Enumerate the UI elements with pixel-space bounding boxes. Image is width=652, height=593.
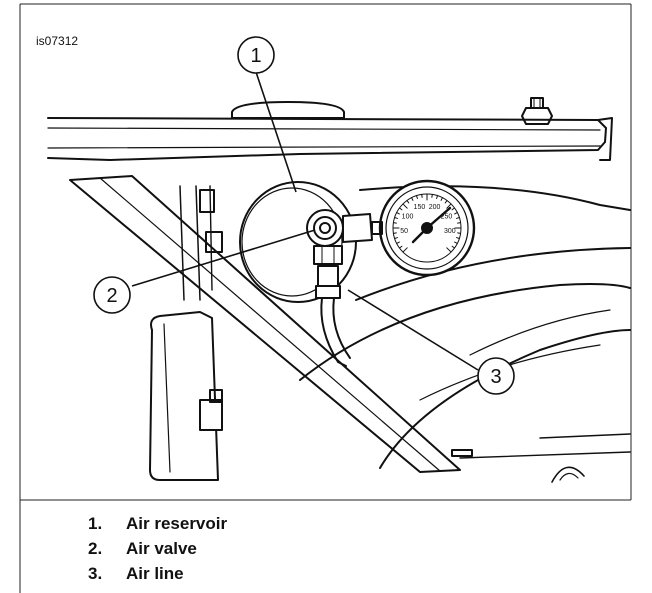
legend-item-label: Air valve: [126, 539, 197, 558]
callout-1-circle: [237, 36, 275, 74]
gauge-scale-label: 250: [441, 213, 453, 220]
legend-item: 1. Air reservoir: [88, 511, 227, 536]
side-latch-tab: [209, 389, 223, 403]
pressure-gauge-bezel: [385, 186, 469, 270]
gauge-tick: [402, 247, 408, 253]
gauge-tick: [446, 203, 452, 209]
gauge-scale-label: 50: [400, 228, 408, 235]
lower-body-curve: [355, 247, 631, 301]
frame-rail-edge: [47, 145, 601, 149]
gauge-scale-label: 150: [414, 204, 426, 211]
legend-item-number: 1.: [88, 514, 103, 533]
figure-id-label: is07312: [36, 34, 79, 48]
air-valve-cap: [319, 222, 331, 234]
rail-end: [597, 117, 613, 161]
bolt-head: [521, 107, 553, 125]
gauge-tick: [406, 199, 410, 204]
callout-3: 3: [477, 357, 515, 395]
left-hose: [209, 185, 213, 291]
gauge-tick: [454, 212, 458, 215]
callout-2: 2: [93, 276, 131, 314]
left-frame-bracket: [179, 185, 201, 301]
gauge-tick: [396, 212, 400, 215]
gauge-tick: [398, 245, 403, 249]
air-valve-ring: [313, 216, 337, 240]
callout-1: 1: [237, 36, 275, 74]
gauge-tick: [396, 241, 400, 244]
gauge-tick: [394, 237, 399, 240]
callout-2-circle: [93, 276, 131, 314]
wheel-arc: [551, 466, 585, 483]
side-cover: [149, 311, 219, 481]
wheel-arc: [559, 472, 579, 481]
gauge-tick: [454, 241, 458, 244]
gauge-tick: [436, 195, 439, 200]
gauge-tick: [451, 207, 456, 211]
underside-line: [459, 451, 631, 459]
tee-nut: [313, 245, 343, 265]
gauge-scale-label: 300: [444, 228, 456, 235]
left-fitting: [205, 231, 223, 253]
legend-item: 3. Air line: [88, 561, 227, 586]
air-line-hose: [332, 297, 351, 359]
side-latch: [199, 399, 223, 431]
gauge-tick: [455, 237, 460, 240]
callout-3-circle: [477, 357, 515, 395]
legend-item-label: Air reservoir: [126, 514, 228, 533]
gauge-tick: [451, 245, 456, 249]
fender-contour: [469, 309, 611, 356]
tee-fitting: [342, 213, 373, 243]
gauge-tick: [446, 247, 452, 253]
gauge-tick: [415, 195, 418, 200]
tube-edge: [99, 177, 441, 472]
gauge-tick: [398, 207, 403, 211]
callout-1-number: 1: [250, 45, 261, 67]
callout-3-leader: [347, 289, 479, 371]
gauge-stem: [371, 221, 383, 235]
bolt-shaft: [530, 97, 544, 109]
gauge-tick: [455, 216, 460, 219]
gauge-tick: [411, 197, 414, 201]
rail-pad: [231, 101, 345, 119]
callout-1-leader: [255, 71, 297, 193]
legend-item: 2. Air valve: [88, 536, 227, 561]
gauge-tick: [440, 197, 443, 201]
legend-list: 1. Air reservoir 2. Air valve 3. Air line: [88, 511, 227, 586]
callout-2-leader: [131, 229, 316, 287]
gauge-tick: [402, 203, 408, 209]
upper-body-curve: [359, 185, 631, 211]
line-fitting-nut: [315, 285, 341, 299]
callout-3-number: 3: [490, 366, 501, 388]
legend-item-number: 2.: [88, 539, 103, 558]
air-valve-body: [306, 209, 344, 247]
gauge-scale-label: 200: [429, 204, 441, 211]
frame-rail-edge: [47, 127, 601, 131]
air-line-hose: [320, 297, 347, 367]
gauge-scale-label: 100: [402, 213, 414, 220]
frame-rail: [47, 117, 607, 161]
fender-outline: [379, 329, 631, 469]
underside-line: [539, 433, 631, 439]
gauge-tick: [394, 216, 399, 219]
diagonal-frame-tube: [69, 175, 461, 473]
callout-2-number: 2: [106, 285, 117, 307]
legend-item-number: 3.: [88, 564, 103, 583]
small-bracket: [451, 449, 473, 457]
left-fitting: [199, 189, 215, 213]
legend-item-label: Air line: [126, 564, 184, 583]
gauge-pivot: [421, 222, 433, 234]
gauge-ticks: [392, 193, 462, 253]
gauge-tick: [444, 199, 448, 204]
side-cover-edge: [163, 323, 171, 473]
fender-outline: [299, 283, 631, 381]
